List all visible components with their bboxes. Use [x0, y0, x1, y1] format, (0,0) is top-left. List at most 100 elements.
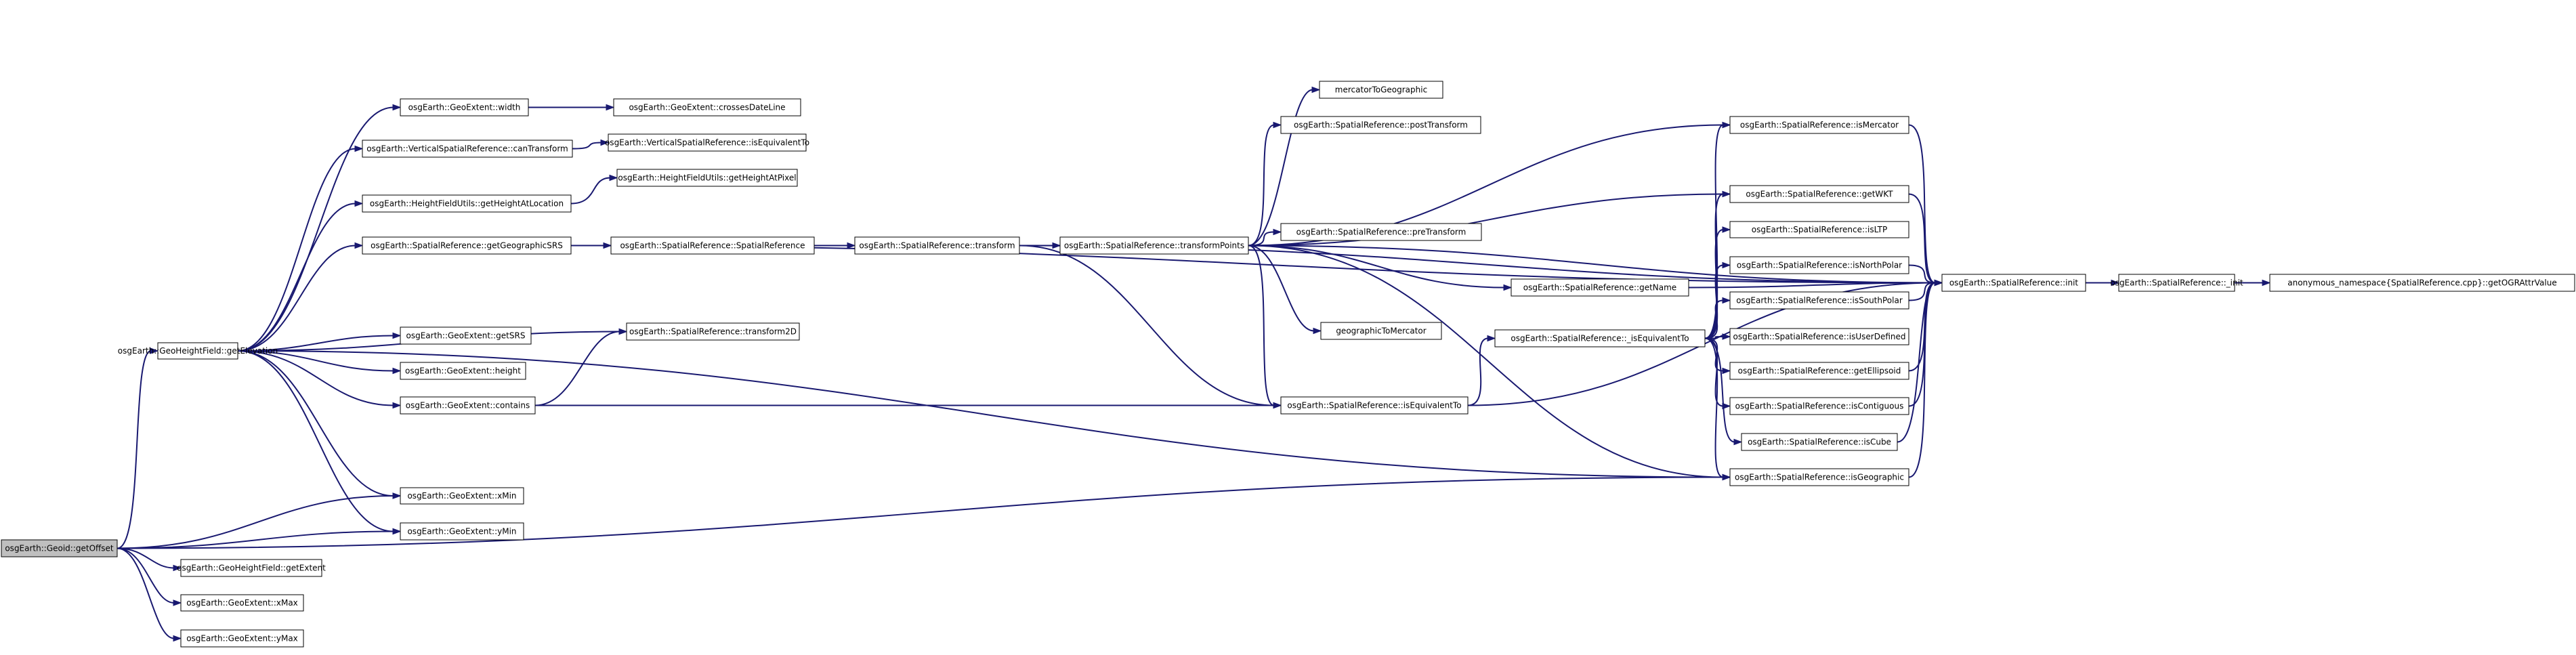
node-n36[interactable]: osgEarth::SpatialReference::isCube — [1741, 433, 1898, 451]
node-box[interactable] — [180, 629, 304, 648]
node-n7[interactable]: osgEarth::GeoExtent::width — [400, 98, 529, 117]
node-n4[interactable]: osgEarth::GeoExtent::yMax — [180, 629, 304, 648]
node-box[interactable] — [1729, 468, 1909, 486]
node-label: osgEarth::GeoExtent::yMax — [186, 634, 298, 643]
node-box[interactable] — [854, 236, 1020, 255]
node-box[interactable] — [1319, 81, 1443, 99]
arrow-head-icon — [1722, 297, 1731, 304]
arrow-head-icon — [1934, 279, 1943, 287]
node-n28[interactable]: osgEarth::SpatialReference::isMercator — [1729, 116, 1909, 134]
node-box[interactable] — [1729, 221, 1909, 238]
node-box[interactable] — [400, 396, 536, 415]
node-box[interactable] — [400, 98, 529, 117]
edge-n35-n38 — [1908, 282, 1936, 407]
node-n11[interactable]: osgEarth::GeoExtent::getSRS — [400, 326, 532, 345]
node-box[interactable] — [400, 522, 524, 541]
node-box[interactable] — [1511, 278, 1689, 297]
node-n40[interactable]: anonymous_namespace{SpatialReference.cpp… — [2269, 274, 2575, 292]
node-n1[interactable]: osgEarth::GeoHeightField::getElevation — [118, 342, 278, 360]
node-n39[interactable]: osgEarth::SpatialReference::_init — [2110, 274, 2243, 292]
node-box[interactable] — [1280, 116, 1481, 134]
node-n24[interactable]: geographicToMercator — [1320, 322, 1442, 340]
node-box[interactable] — [1, 539, 118, 557]
node-box[interactable] — [400, 362, 526, 380]
arrow-head-icon — [1313, 327, 1322, 335]
node-label: anonymous_namespace{SpatialReference.cpp… — [2287, 278, 2556, 288]
arrow-head-icon — [392, 367, 402, 375]
node-n2[interactable]: osgEarth::GeoHeightField::getExtent — [177, 559, 326, 577]
node-n5[interactable]: osgEarth::GeoExtent::xMin — [400, 487, 524, 505]
node-box[interactable] — [180, 594, 304, 612]
node-n30[interactable]: osgEarth::SpatialReference::isLTP — [1729, 221, 1909, 238]
node-n21[interactable]: mercatorToGeographic — [1319, 81, 1443, 99]
node-n13[interactable]: osgEarth::GeoExtent::contains — [400, 396, 536, 415]
node-n6[interactable]: osgEarth::GeoExtent::yMin — [400, 522, 524, 541]
node-n14[interactable]: osgEarth::GeoExtent::crossesDateLine — [613, 98, 801, 117]
node-box[interactable] — [1729, 328, 1909, 345]
node-box[interactable] — [1941, 274, 2086, 292]
edge-n20-n26 — [1248, 245, 1505, 289]
node-n9[interactable]: osgEarth::HeightFieldUtils::getHeightAtL… — [362, 194, 572, 213]
arrow-head-icon — [1722, 473, 1731, 481]
node-box[interactable] — [400, 487, 524, 505]
edge-n0-n37 — [117, 476, 1724, 549]
node-n12[interactable]: osgEarth::GeoExtent::height — [400, 362, 526, 380]
node-n23[interactable]: osgEarth::SpatialReference::preTransform — [1280, 223, 1482, 241]
node-box[interactable] — [1729, 256, 1909, 274]
node-box[interactable] — [1494, 329, 1706, 347]
node-box[interactable] — [157, 342, 238, 360]
node-n19[interactable]: osgEarth::SpatialReference::transform — [854, 236, 1020, 255]
node-box[interactable] — [1729, 291, 1909, 310]
node-box[interactable] — [362, 236, 572, 255]
node-box[interactable] — [1280, 223, 1482, 241]
nodes-layer: osgEarth::Geoid::getOffsetosgEarth::GeoH… — [1, 81, 2575, 648]
node-label: osgEarth::SpatialReference::_isEquivalen… — [1511, 334, 1689, 343]
node-box[interactable] — [1280, 396, 1469, 415]
arrow-head-icon — [1273, 402, 1282, 409]
node-box[interactable] — [626, 322, 800, 341]
node-n0[interactable]: osgEarth::Geoid::getOffset — [1, 539, 118, 557]
node-n34[interactable]: osgEarth::SpatialReference::getEllipsoid — [1729, 362, 1909, 380]
node-n17[interactable]: osgEarth::SpatialReference::SpatialRefer… — [610, 236, 815, 255]
node-n31[interactable]: osgEarth::SpatialReference::isNorthPolar — [1729, 256, 1909, 274]
node-box[interactable] — [1729, 185, 1909, 203]
node-box[interactable] — [1741, 433, 1898, 451]
arrow-head-icon — [1722, 226, 1731, 233]
node-box[interactable] — [180, 559, 322, 577]
node-box[interactable] — [613, 98, 801, 117]
node-n8[interactable]: osgEarth::VerticalSpatialReference::canT… — [362, 140, 573, 158]
node-box[interactable] — [2118, 274, 2235, 292]
node-box[interactable] — [362, 194, 572, 213]
node-n10[interactable]: osgEarth::SpatialReference::getGeographi… — [362, 236, 572, 255]
node-n20[interactable]: osgEarth::SpatialReference::transformPoi… — [1059, 236, 1249, 255]
node-box[interactable] — [2269, 274, 2575, 292]
node-n22[interactable]: osgEarth::SpatialReference::postTransfor… — [1280, 116, 1481, 134]
node-n27[interactable]: osgEarth::SpatialReference::_isEquivalen… — [1494, 329, 1706, 347]
node-box[interactable] — [1320, 322, 1442, 340]
node-n16[interactable]: osgEarth::HeightFieldUtils::getHeightAtP… — [616, 169, 798, 187]
node-box[interactable] — [608, 133, 807, 152]
node-n35[interactable]: osgEarth::SpatialReference::isContiguous — [1729, 397, 1909, 415]
edge-n20-n22 — [1248, 124, 1275, 247]
node-n32[interactable]: osgEarth::SpatialReference::isSouthPolar — [1729, 291, 1909, 310]
node-n29[interactable]: osgEarth::SpatialReference::getWKT — [1729, 185, 1909, 203]
node-n3[interactable]: osgEarth::GeoExtent::xMax — [180, 594, 304, 612]
node-box[interactable] — [610, 236, 815, 255]
node-box[interactable] — [1059, 236, 1249, 255]
node-box[interactable] — [362, 140, 573, 158]
node-n33[interactable]: osgEarth::SpatialReference::isUserDefine… — [1729, 328, 1909, 345]
node-box[interactable] — [616, 169, 798, 187]
arrow-head-icon — [1722, 261, 1731, 269]
node-n25[interactable]: osgEarth::SpatialReference::isEquivalent… — [1280, 396, 1469, 415]
node-box[interactable] — [400, 326, 532, 345]
node-box[interactable] — [1729, 397, 1909, 415]
node-n37[interactable]: osgEarth::SpatialReference::isGeographic — [1729, 468, 1909, 486]
node-box[interactable] — [1729, 116, 1909, 134]
edge-n20-n38 — [1248, 245, 1936, 284]
node-n15[interactable]: osgEarth::VerticalSpatialReference::isEq… — [605, 133, 809, 152]
node-n38[interactable]: osgEarth::SpatialReference::init — [1941, 274, 2086, 292]
node-label: osgEarth::SpatialReference::init — [1949, 278, 2079, 288]
node-n26[interactable]: osgEarth::SpatialReference::getName — [1511, 278, 1689, 297]
node-n18[interactable]: osgEarth::SpatialReference::transform2D — [626, 322, 800, 341]
node-box[interactable] — [1729, 362, 1909, 380]
